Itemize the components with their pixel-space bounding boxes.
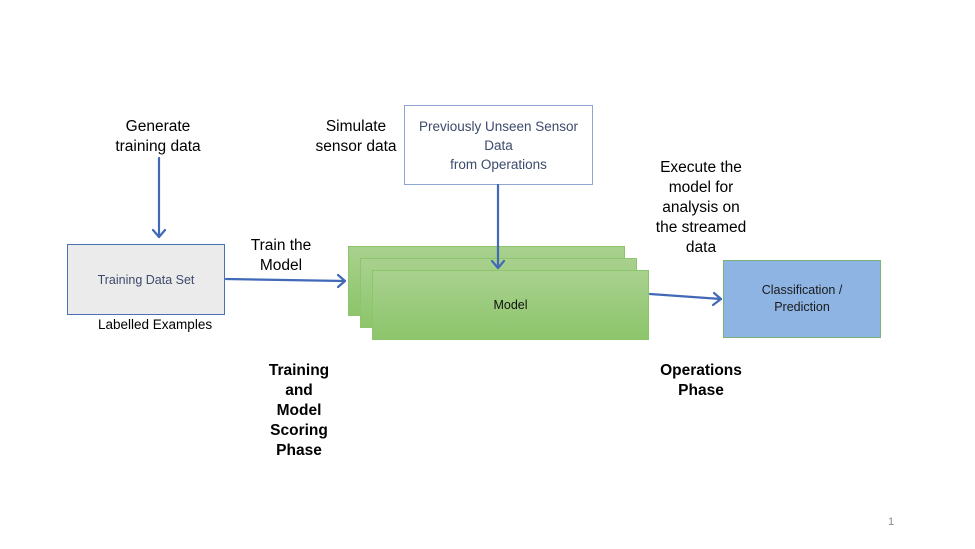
labelled-examples-label: Labelled Examples xyxy=(98,317,213,332)
sensor-box-line2: Data xyxy=(484,137,513,153)
model-text: Model xyxy=(493,298,528,312)
execute-label-line1: Execute the xyxy=(660,159,742,176)
execute-label-line5: data xyxy=(685,239,717,256)
arrow-training-to-model xyxy=(224,273,347,289)
simulate-label-line2: sensor data xyxy=(315,138,397,155)
train-label: Train the Model xyxy=(238,236,324,276)
execute-label-line2: model for xyxy=(668,179,734,196)
generate-label: Generate training data xyxy=(98,117,218,157)
operations-phase-label: Operations Phase xyxy=(645,361,757,401)
classification-box: Classification / Prediction xyxy=(723,260,881,338)
training-phase-line3: Model xyxy=(276,402,322,419)
simulate-label-line1: Simulate xyxy=(325,118,387,135)
training-phase-line2: and xyxy=(285,382,313,399)
operations-phase-line2: Phase xyxy=(678,382,724,399)
arrow-model-to-classification xyxy=(648,291,723,307)
training-data-set-box: Training Data Set xyxy=(67,244,225,315)
execute-label-line3: analysis on xyxy=(662,199,740,216)
sensor-box-line1: Previously Unseen Sensor xyxy=(418,118,579,134)
page-number: 1 xyxy=(888,516,895,528)
class-box-line1: Classification / xyxy=(761,283,843,297)
execute-label-line4: the streamed xyxy=(655,219,747,236)
training-phase-line1: Training xyxy=(268,362,330,379)
sensor-data-box: Previously Unseen Sensor Data from Opera… xyxy=(404,105,593,185)
training-phase-line4: Scoring xyxy=(270,422,328,439)
simulate-label: Simulate sensor data xyxy=(306,117,406,157)
training-phase-line5: Phase xyxy=(276,442,322,459)
generate-label-line1: Generate xyxy=(125,118,191,135)
training-phase-label: Training and Model Scoring Phase xyxy=(254,361,344,461)
operations-phase-line1: Operations xyxy=(660,362,742,379)
model-box: Model xyxy=(372,270,649,340)
train-label-line2: Model xyxy=(259,257,303,274)
training-data-set-text: Training Data Set xyxy=(97,272,195,287)
sensor-box-line3: from Operations xyxy=(450,156,547,172)
generate-label-line2: training data xyxy=(115,138,201,155)
execute-label: Execute the model for analysis on the st… xyxy=(640,158,762,258)
class-box-line2: Prediction xyxy=(774,300,830,314)
arrow-generate-to-training xyxy=(151,156,167,239)
train-label-line1: Train the xyxy=(250,237,312,254)
arrow-sensor-to-model xyxy=(490,183,506,270)
